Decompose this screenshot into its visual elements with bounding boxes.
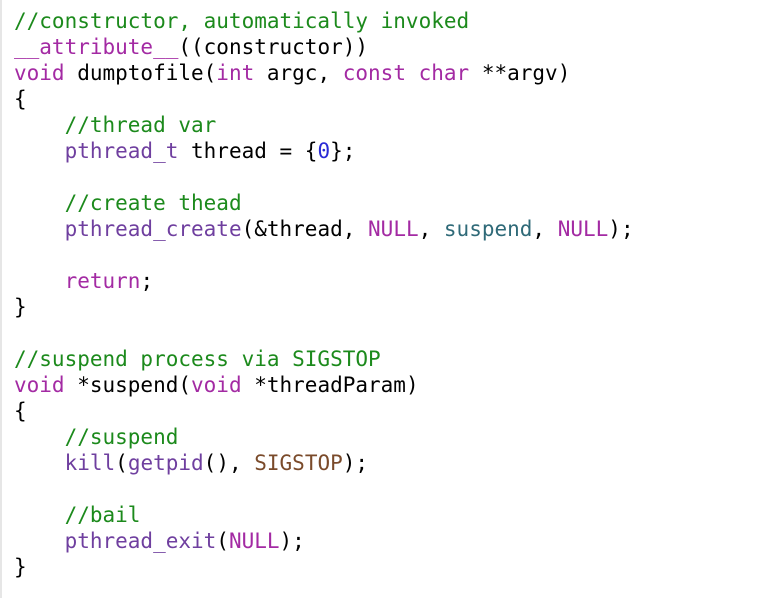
code-token-number: 0 [317, 139, 331, 163]
code-token-plain [14, 529, 65, 553]
code-line: } [14, 294, 774, 320]
code-token-plain [14, 217, 65, 241]
code-token-comment: //suspend process via SIGSTOP [14, 347, 381, 371]
code-token-keyword: int [216, 61, 255, 85]
code-token-function: suspend [443, 217, 533, 241]
code-token-plain: ( [216, 529, 229, 553]
code-token-macro: getpid [127, 451, 204, 475]
code-token-plain: thread = { [178, 139, 318, 163]
code-line: //create thead [14, 190, 774, 216]
code-token-plain: ); [342, 451, 369, 475]
code-line: } [14, 554, 774, 580]
code-token-plain: ); [608, 217, 634, 241]
code-token-keyword: void [14, 61, 65, 85]
code-token-plain: (&thread, [241, 217, 369, 241]
code-token-plain: ); [279, 529, 305, 553]
code-token-plain [14, 191, 65, 215]
code-token-macro: pthread_create [64, 217, 242, 241]
code-line: //suspend process via SIGSTOP [14, 346, 774, 372]
code-line: //bail [14, 502, 774, 528]
code-token-plain: *threadParam) [241, 373, 419, 397]
code-token-plain: } [14, 295, 27, 319]
code-token-keyword: NULL [368, 217, 419, 241]
code-token-constant: SIGSTOP [254, 451, 343, 475]
code-line: //constructor, automatically invoked [14, 8, 774, 34]
code-line [14, 242, 774, 268]
code-token-comment: //create thead [64, 191, 242, 215]
code-token-keyword: void [191, 373, 242, 397]
code-token-macro: kill [64, 451, 116, 475]
code-line [14, 164, 774, 190]
code-token-plain: , [532, 217, 558, 241]
code-token-plain: dumptofile( [64, 61, 217, 85]
code-line: pthread_create(&thread, NULL, suspend, N… [14, 216, 774, 242]
code-line: //suspend [14, 424, 774, 450]
code-token-plain: , [418, 217, 444, 241]
code-token-plain: ((constructor)) [178, 35, 369, 59]
code-token-keyword: return [64, 269, 141, 293]
code-token-keyword: __attribute__ [14, 35, 179, 59]
code-line: //thread var [14, 112, 774, 138]
code-token-keyword: NULL [557, 217, 609, 241]
code-line: void dumptofile(int argc, const char **a… [14, 60, 774, 86]
code-token-keyword: char [418, 61, 470, 85]
code-token-comment: //suspend [64, 425, 179, 449]
code-token-keyword: NULL [228, 529, 280, 553]
code-token-plain: ( [115, 451, 128, 475]
code-token-plain: argc, [254, 61, 343, 85]
code-token-keyword: const [342, 61, 406, 85]
code-token-macro: pthread_t [64, 139, 179, 163]
code-line: return; [14, 268, 774, 294]
code-token-plain [14, 451, 65, 475]
code-line: kill(getpid(), SIGSTOP); [14, 450, 774, 476]
code-token-plain: ; [140, 269, 154, 293]
code-token-macro: pthread_exit [64, 529, 217, 553]
code-token-comment: //thread var [64, 113, 217, 137]
code-line: pthread_exit(NULL); [14, 528, 774, 554]
code-token-plain [14, 425, 65, 449]
code-token-plain: *suspend( [64, 373, 192, 397]
code-line: void *suspend(void *threadParam) [14, 372, 774, 398]
code-line: __attribute__((constructor)) [14, 34, 774, 60]
code-token-plain: **argv) [469, 61, 571, 85]
code-token-plain [406, 61, 419, 85]
code-line: { [14, 86, 774, 112]
code-token-keyword: void [14, 373, 65, 397]
code-token-plain: { [14, 87, 27, 111]
code-line: { [14, 398, 774, 424]
code-token-plain: (), [203, 451, 255, 475]
code-token-plain: { [14, 399, 27, 423]
code-line [14, 320, 774, 346]
code-token-comment: //constructor, automatically invoked [14, 9, 470, 33]
code-line: pthread_t thread = {0}; [14, 138, 774, 164]
code-token-plain [14, 139, 65, 163]
code-line [14, 476, 774, 502]
code-token-plain [14, 269, 65, 293]
code-token-plain: } [14, 555, 27, 579]
code-token-plain [14, 113, 65, 137]
code-token-comment: //bail [64, 503, 141, 527]
code-token-plain [14, 503, 65, 527]
code-token-plain: }; [330, 139, 356, 163]
